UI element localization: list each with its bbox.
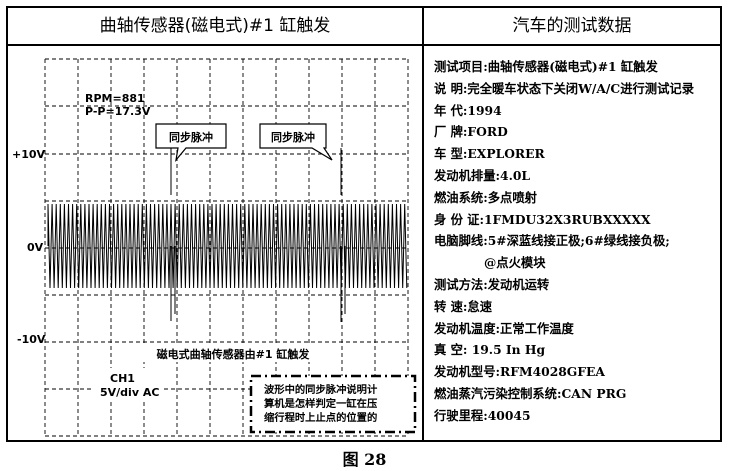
left-title: 曲轴传感器(磁电式)#1 缸触发 [99,16,331,36]
waveform-trace [47,203,408,322]
channel-scale: 5V/div AC [100,386,159,399]
sync-pulse-label-2: 同步脉冲 [271,130,315,144]
note-line-3: 缩行程时上止点的位置的 [264,411,377,424]
waveform-path [47,203,408,322]
channel-name: CH1 [110,372,135,385]
spec-year: 年 代:1994 [434,102,502,118]
spec-engine-temp: 发动机温度:正常工作温度 [434,320,574,336]
spec-vin: 身 份 证:1FMDU32X3RUBXXXXX [434,211,651,227]
spec-displacement: 发动机排量:4.0L [434,167,531,183]
note-line-1: 波形中的同步脉冲说明计 [264,383,378,396]
y-label-minus10v: -10V [17,333,46,346]
spec-vacuum: 真 空: 19.5 In Hg [434,342,546,358]
figure-caption: 图 28 [342,450,387,469]
y-label-0v: 0V [27,241,44,254]
spec-evap-system: 燃油蒸汽污染控制系统:CAN PRG [434,385,627,401]
spec-ecu-pins-cont: @点火模块 [484,255,546,271]
spec-test-method: 测试方法:发动机运转 [434,276,550,292]
rpm-readout: RPM=881 [85,92,145,105]
spec-engine-speed: 转 速:怠速 [434,298,493,314]
spec-make: 厂 牌:FORD [434,124,508,140]
spec-mileage: 行驶里程:40045 [434,407,531,423]
sync-pulse-callout-1: 同步脉冲 [155,123,227,163]
sync-pulse-label-1: 同步脉冲 [169,130,213,144]
waveform-label: 磁电式曲轴传感器由#1 缸触发 [157,347,311,361]
right-title: 汽车的测试数据 [512,16,632,36]
peak-to-peak-readout: P-P=17.3V [85,105,151,118]
column-divider [422,8,424,440]
figure-frame: 曲轴传感器(磁电式)#1 缸触发 汽车的测试数据 RPM=881 P-P=17.… [6,6,722,442]
test-data-list: 测试项目:曲轴传感器(磁电式)#1 缸触发 说 明:完全暖车状态下关闭W/A/C… [434,56,724,427]
spec-ecu-pins: 电脑脚线:5#深蓝线接正极;6#绿线接负极; [434,233,670,249]
spec-fuel-system: 燃油系统:多点喷射 [434,189,537,205]
spec-description: 说 明:完全暖车状态下关闭W/A/C进行测试记录 [434,80,694,96]
explanation-note: 波形中的同步脉冲说明计 算机是怎样判定一缸在压 缩行程时上止点的位置的 [249,374,417,434]
spec-engine-model: 发动机型号:RFM4028GFEA [434,364,605,380]
spec-model: 车 型:EXPLORER [434,146,545,162]
note-line-2: 算机是怎样判定一缸在压 [263,397,378,410]
sync-pulse-callout-2: 同步脉冲 [259,123,333,161]
oscilloscope-panel: RPM=881 P-P=17.3V +10V 0V -10V 同步脉冲 同步脉冲… [12,58,417,437]
y-label-plus10v: +10V [12,148,46,161]
header-rule [8,44,720,46]
spec-test-item: 测试项目:曲轴传感器(磁电式)#1 缸触发 [434,59,658,74]
